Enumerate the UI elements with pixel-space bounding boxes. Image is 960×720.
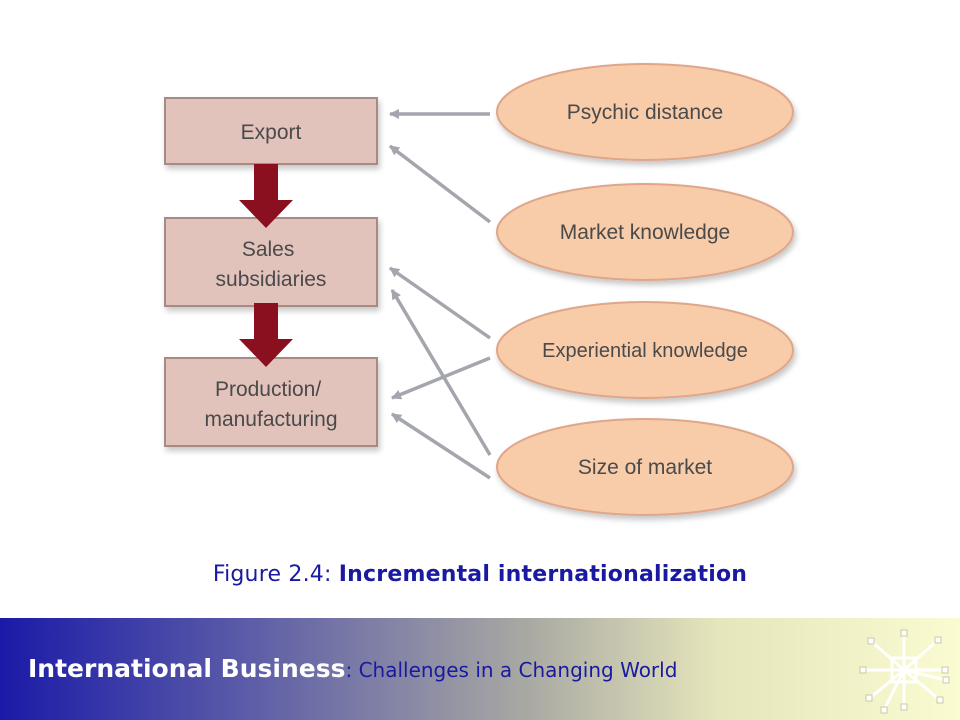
stage-label-line: Production/: [215, 378, 321, 401]
factor-psychic-distance: Psychic distance: [496, 63, 794, 161]
book-title-line: International Business: Challenges in a …: [28, 654, 677, 683]
stage-production-manufacturing: Production/ manufacturing: [164, 357, 378, 447]
factor-market-knowledge: Market knowledge: [496, 183, 794, 281]
network-node-icon: [859, 629, 950, 714]
stage-arrow-sales-to-production: [239, 303, 293, 367]
factor-label: Market knowledge: [560, 221, 730, 244]
factor-size-of-market: Size of market: [496, 418, 794, 516]
stage-label-line: manufacturing: [204, 408, 337, 431]
factor-label: Size of market: [578, 456, 712, 479]
stage-export: Export: [164, 97, 378, 165]
caption-prefix: Figure 2.4:: [212, 562, 339, 587]
arrow-market-knowledge-to-export: [388, 144, 492, 224]
svg-text:Sales subsidiaries: Sales subsidiaries: [216, 238, 327, 291]
influence-arrows: [388, 109, 492, 480]
stage-label-line: Sales: [242, 238, 295, 261]
stage-label-line: subsidiaries: [216, 268, 327, 291]
footer-banner: International Business: Challenges in a …: [0, 618, 960, 720]
arrow-size-of-market-to-production: [391, 412, 491, 480]
arrow-experiential-knowledge-to-sales-subsidiaries: [388, 266, 492, 340]
svg-text:Production/ manufacturin: Production/ manufacturing: [204, 378, 337, 431]
caption-title: Incremental internationalization: [338, 562, 748, 587]
factor-experiential-knowledge: Experiential knowledge: [496, 301, 794, 399]
svg-text:Export: Export: [241, 121, 302, 144]
stage-label-line: Export: [241, 121, 302, 144]
arrow-experiential-knowledge-to-production: [391, 356, 491, 400]
factor-label: Experiential knowledge: [542, 340, 748, 362]
figure-caption: Figure 2.4: Incremental internationaliza…: [0, 562, 960, 587]
stage-arrow-export-to-sales: [239, 164, 293, 228]
stage-sales-subsidiaries: Sales subsidiaries: [164, 217, 378, 307]
book-subtitle: : Challenges in a Changing World: [345, 658, 678, 682]
book-title: International Business: [28, 654, 346, 683]
arrow-size-of-market-to-sales-subsidiaries: [390, 289, 492, 456]
internationalization-diagram: Export Sales subsidiaries Production/ ma…: [164, 63, 794, 516]
factor-label: Psychic distance: [567, 101, 723, 124]
